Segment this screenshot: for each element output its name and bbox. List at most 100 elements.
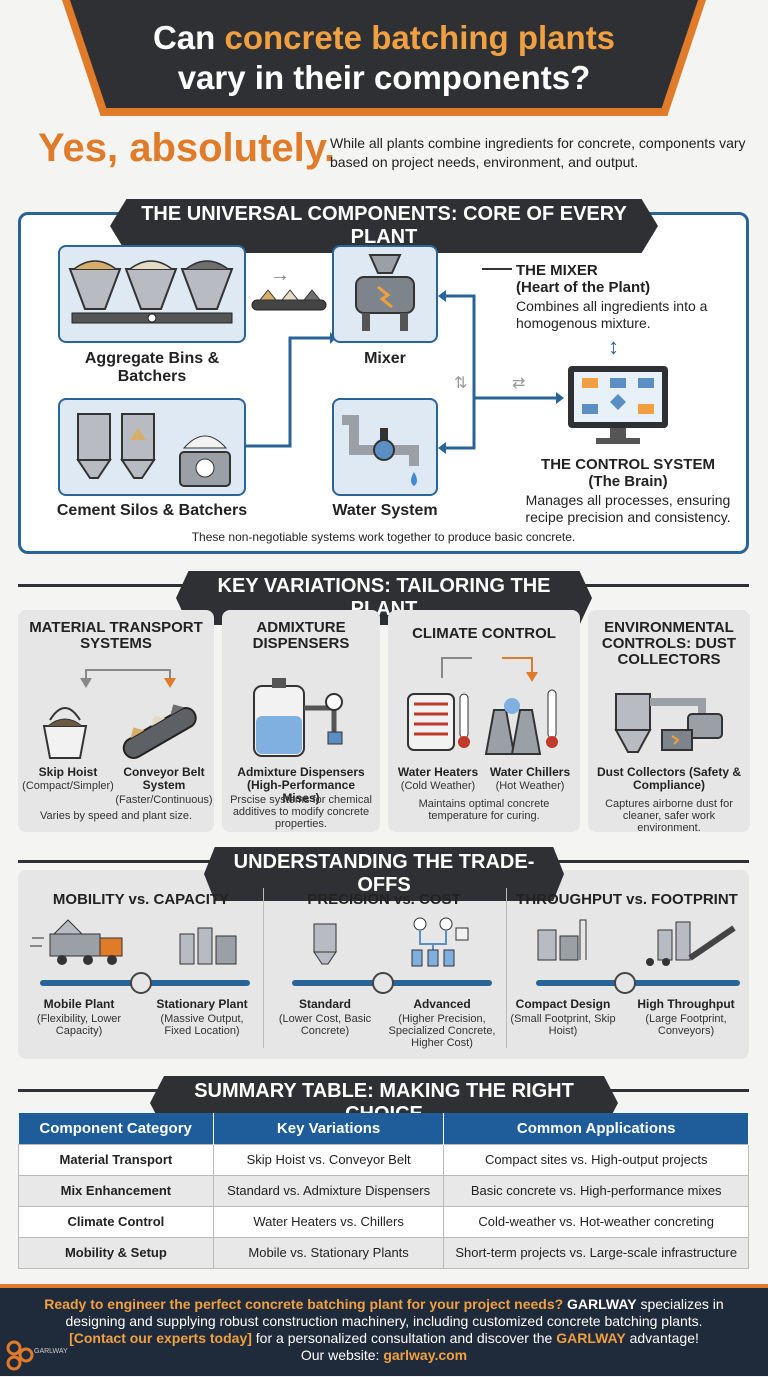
computer-monitor-icon: [568, 366, 668, 444]
mixer-icon: [355, 254, 415, 331]
footer-line-3: [Contact our experts today] for a person…: [69, 1330, 699, 1346]
table-row: Material Transport Skip Hoist vs. Convey…: [18, 1143, 749, 1176]
water-label: Water System: [332, 502, 438, 519]
skip-hoist-note: (Compact/Simpler): [22, 780, 114, 792]
tradeoff-title: PRECISION vs. COST: [307, 891, 461, 908]
flow-arrows-control: ⇄ ⇅: [438, 290, 564, 454]
table-cell: Mobility & Setup: [18, 1236, 214, 1269]
conveyor-note: (Faster/Continuous): [115, 794, 213, 806]
throughput-slider-knob: [614, 972, 636, 994]
footer-line-1: Ready to engineer the perfect concrete b…: [44, 1296, 724, 1312]
page-title: Can concrete batching plants vary in the…: [152, 19, 616, 96]
variation-card-transport: MATERIAL TRANSPORT SYSTEMS Skip Hoist (C…: [18, 610, 214, 832]
tradeoffs-panel: [18, 870, 749, 1059]
table-header: Common Applications: [443, 1113, 749, 1144]
footer: [0, 1284, 768, 1376]
standard-name: Standard: [298, 997, 351, 1011]
table-cell: Mix Enhancement: [18, 1174, 214, 1207]
mobile-plant-note: (Flexibility, Lower Capacity): [36, 1013, 122, 1037]
universal-section-title: THE UNIVERSAL COMPONENTS: CORE OF EVERY …: [110, 199, 658, 253]
mixer-heading: THE MIXER: [516, 262, 598, 279]
table-cell: Short-term projects vs. Large-scale infr…: [443, 1236, 749, 1269]
standard-advanced-icon: [313, 917, 469, 967]
compact-throughput-icon: [537, 919, 736, 966]
table-row: Climate Control Water Heaters vs. Chille…: [18, 1205, 749, 1238]
flow-arrow-cement-to-mixer: [246, 332, 336, 448]
cement-silos-image: [58, 398, 246, 496]
skip-hoist-conveyor-icon: [42, 669, 197, 759]
climate-desc: Maintains optimal concrete temperature f…: [418, 798, 550, 822]
website-link[interactable]: garlway.com: [383, 1347, 468, 1363]
table-cell: Climate Control: [18, 1205, 214, 1238]
universal-footnote: These non-negotiable systems work togeth…: [191, 530, 576, 544]
throughput-slider-track: [536, 980, 740, 986]
water-system-image: [332, 398, 438, 496]
divider: [263, 888, 264, 1048]
arrow-updown-icon: ↕: [608, 334, 619, 359]
control-callout: THE CONTROL SYSTEM (The Brain) Manages a…: [512, 456, 744, 526]
advanced-name: Advanced: [413, 997, 471, 1011]
tradeoff-title: THROUGHPUT vs. FOOTPRINT: [516, 891, 738, 908]
mixer-callout-line: [482, 268, 512, 270]
mixer-label: Mixer: [364, 350, 406, 367]
table-header: Component Category: [18, 1113, 214, 1144]
variation-card-dust: ENVIRONMENTAL CONTROLS: DUST COLLECTORS …: [588, 610, 750, 834]
admixture-name: Admixture Dispensers (High-Performance M…: [237, 765, 365, 805]
heater-chiller-icon: [407, 657, 558, 755]
stationary-plant-name: Stationary Plant: [156, 997, 248, 1011]
water-pipe-icon: [342, 415, 419, 486]
table-header: Key Variations: [213, 1113, 445, 1144]
tradeoffs-section-title: UNDERSTANDING THE TRADE-OFFS: [204, 847, 564, 901]
table-cell: Standard vs. Admixture Dispensers: [212, 1174, 445, 1207]
divider: [506, 888, 507, 1048]
svg-text:⇅: ⇅: [454, 373, 467, 392]
conveyor-name: Conveyor Belt System: [123, 765, 205, 792]
tradeoff-title: MOBILITY vs. CAPACITY: [52, 891, 230, 908]
mixer-subheading: (Heart of the Plant): [516, 279, 651, 296]
control-description: Manages all processes, ensuring recipe p…: [525, 492, 731, 525]
table-row: Mix Enhancement Standard vs. Admixture D…: [18, 1174, 749, 1207]
logo-text: GARLWAY: [34, 1348, 68, 1355]
precision-slider-knob: [372, 972, 394, 994]
table-cell: Mobile vs. Stationary Plants: [212, 1236, 445, 1269]
footer-line-2: designing and supplying robust construct…: [65, 1313, 703, 1329]
cement-label: Cement Silos & Batchers: [56, 502, 248, 519]
table-cell: Cold-weather vs. Hot-weather concreting: [443, 1205, 749, 1238]
header-banner: [70, 0, 698, 112]
mixer-image: [332, 245, 438, 343]
table-header-row: Component Category Key Variations Common…: [18, 1113, 749, 1144]
variation-card-climate: CLIMATE CONTROL Water Heaters (Cold Weat…: [388, 610, 580, 832]
chillers-name: Water Chillers: [489, 765, 571, 779]
arrow-right-icon: →: [270, 264, 290, 286]
table-cell: Basic concrete vs. High-performance mixe…: [443, 1174, 749, 1207]
high-throughput-note: (Large Footprint, Conveyors): [645, 1013, 727, 1037]
mixer-description: Combines all ingredients into a homogeno…: [516, 298, 708, 331]
mixer-callout: THE MIXER (Heart of the Plant) Combines …: [516, 262, 736, 332]
table-cell: Compact sites vs. High-output projects: [443, 1143, 749, 1176]
card-title: CLIMATE CONTROL: [412, 625, 556, 642]
control-heading: THE CONTROL SYSTEM: [541, 456, 715, 473]
card-title: ADMIXTURE DISPENSERS: [252, 619, 350, 652]
aggregate-conveyor-icon: [250, 284, 328, 314]
high-throughput-name: High Throughput: [637, 997, 735, 1011]
garlway-logo: GARLWAY: [4, 1338, 68, 1372]
table-cell: Skip Hoist vs. Conveyor Belt: [212, 1143, 445, 1176]
gear-logo-icon: [6, 1340, 34, 1371]
transport-desc: Varies by speed and plant size.: [39, 810, 193, 822]
mobile-plant-name: Mobile Plant: [43, 997, 115, 1011]
admixture-desc: Prscise systems for chemical additives t…: [230, 794, 372, 830]
stationary-plant-note: (Massive Output, Fixed Location): [160, 1013, 244, 1037]
aggregate-bins-image: [58, 245, 246, 343]
admixture-tank-icon: [253, 678, 343, 757]
skip-hoist-name: Skip Hoist: [38, 765, 98, 779]
silo-icon: [76, 413, 231, 487]
dust-desc: Captures airborne dust for cleaner, safe…: [605, 798, 733, 834]
chillers-note: (Hot Weather): [495, 780, 565, 792]
mobile-stationary-icon: [30, 919, 237, 965]
compact-design-note: (Small Footprint, Skip Hoist): [510, 1013, 616, 1037]
aggregate-hopper-icon: [68, 260, 234, 324]
contact-link[interactable]: [Contact our experts today]: [69, 1330, 252, 1346]
control-monitor: [566, 364, 670, 448]
intro-text: While all plants combine ingredients for…: [330, 135, 746, 170]
dust-name: Dust Collectors (Safety & Compliance): [596, 765, 742, 792]
